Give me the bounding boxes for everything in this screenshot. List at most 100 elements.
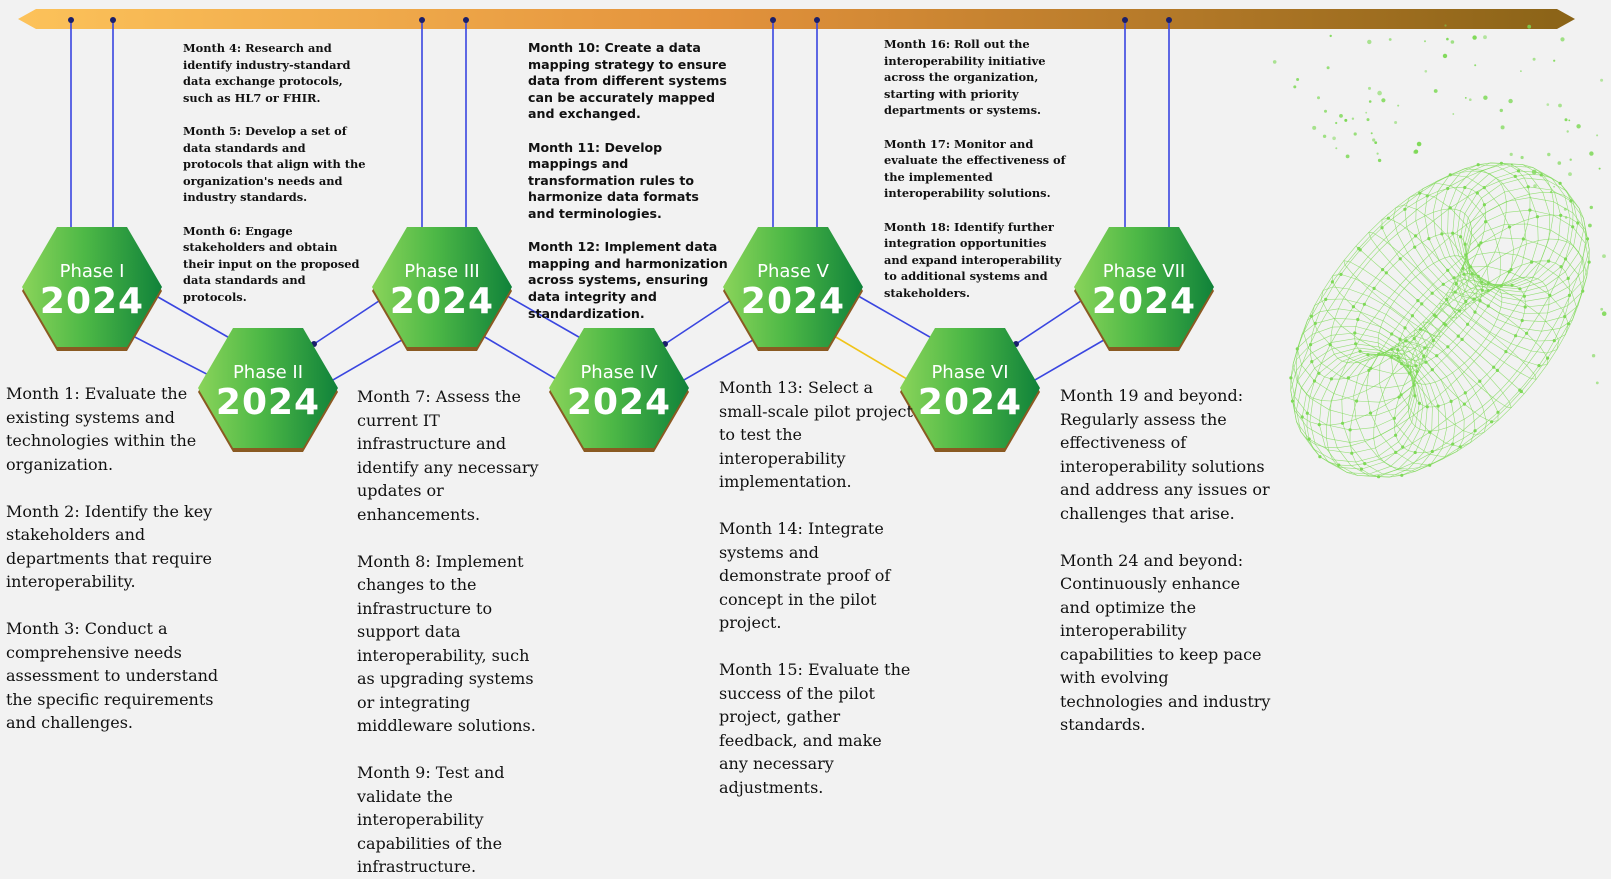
- torus-vertex: [1424, 360, 1428, 364]
- torus-vertex: [1372, 286, 1376, 290]
- particle-dot: [1339, 114, 1343, 118]
- particle-dot: [1520, 70, 1522, 72]
- torus-vertex: [1420, 302, 1424, 306]
- particle-dot: [1557, 161, 1562, 165]
- torus-vertex: [1422, 354, 1426, 358]
- connector-dot: [1122, 17, 1128, 23]
- particle-dot: [1576, 124, 1581, 129]
- phase-7-notes: Month 19 and beyond: Regularly assess th…: [1060, 384, 1275, 737]
- torus-vertex: [1337, 463, 1341, 467]
- torus-vertex: [1563, 257, 1568, 261]
- torus-vertex: [1355, 399, 1359, 403]
- torus-vertex: [1537, 364, 1541, 368]
- torus-vertex: [1516, 169, 1521, 173]
- torus-vertex: [1430, 291, 1434, 295]
- torus-vertex: [1472, 297, 1476, 301]
- torus-mesh-line: [1373, 238, 1585, 470]
- torus-vertex: [1569, 199, 1573, 203]
- torus-vertex: [1396, 348, 1400, 352]
- torus-vertex: [1566, 322, 1571, 326]
- torus-vertex: [1587, 260, 1591, 264]
- torus-mesh-line: [1295, 170, 1507, 402]
- particle-dot: [1547, 152, 1551, 157]
- particle-dot: [1600, 78, 1604, 82]
- particle-dot: [1335, 147, 1338, 150]
- torus-vertex: [1457, 309, 1461, 313]
- torus-vertex: [1446, 186, 1450, 191]
- phase-year: 2024: [566, 382, 672, 423]
- torus-vertex: [1454, 282, 1458, 286]
- torus-vertex: [1410, 314, 1414, 318]
- particle-dot: [1414, 149, 1419, 154]
- torus-vertex: [1351, 305, 1355, 309]
- torus-vertex: [1566, 276, 1570, 280]
- phase-year: 2024: [917, 382, 1023, 423]
- connector-dot: [419, 17, 425, 23]
- torus-vertex: [1456, 334, 1460, 338]
- month-7-note: Month 7: Assess the current IT infrastru…: [357, 387, 539, 524]
- torus-vertex: [1478, 379, 1482, 383]
- connector-dot: [770, 17, 776, 23]
- torus-vertex: [1499, 284, 1503, 288]
- torus-vertex: [1507, 225, 1512, 229]
- particle-dot: [1368, 86, 1371, 90]
- torus-vertex: [1563, 315, 1567, 319]
- torus-vertex: [1464, 253, 1468, 257]
- torus-vertex: [1377, 475, 1381, 479]
- torus-vertex: [1414, 234, 1418, 238]
- phase-hexagon-5: Phase V 2024: [723, 227, 863, 353]
- torus-vertex: [1418, 191, 1422, 195]
- particle-dot: [1483, 35, 1487, 40]
- particle-dot: [1472, 35, 1477, 40]
- torus-vertex: [1448, 206, 1452, 210]
- particle-dot: [1500, 125, 1505, 130]
- torus-vertex: [1369, 366, 1373, 370]
- month-13-note: Month 13: Select a small-scale pilot pro…: [719, 378, 913, 491]
- particle-dot: [1433, 89, 1438, 93]
- torus-vertex: [1484, 220, 1488, 224]
- particle-dot: [1588, 223, 1592, 228]
- torus-vertex: [1413, 245, 1417, 249]
- torus-vertex: [1313, 321, 1317, 325]
- torus-mesh-line: [1330, 208, 1472, 364]
- particle-dot: [1424, 70, 1428, 73]
- torus-vertex: [1514, 334, 1518, 338]
- torus-vertex: [1509, 268, 1513, 272]
- torus-vertex: [1490, 420, 1494, 424]
- particle-dot: [1377, 90, 1382, 96]
- torus-vertex: [1452, 276, 1456, 280]
- particle-dot: [1531, 169, 1537, 175]
- phase-3-notes: Month 7: Assess the current IT infrastru…: [357, 385, 543, 879]
- torus-vertex: [1404, 339, 1408, 343]
- month-17-note: Month 17: Monitor and evaluate the effec…: [884, 136, 1066, 201]
- torus-vertex: [1522, 294, 1526, 298]
- torus-vertex: [1461, 266, 1465, 270]
- torus-vertex: [1407, 371, 1412, 375]
- torus-vertex: [1317, 423, 1321, 427]
- torus-vertex: [1480, 280, 1484, 284]
- particle-dot: [1293, 85, 1297, 89]
- torus-vertex: [1528, 208, 1532, 212]
- month-1-note: Month 1: Evaluate the existing systems a…: [6, 384, 197, 474]
- torus-vertex: [1559, 265, 1563, 269]
- torus-vertex: [1468, 265, 1473, 269]
- torus-vertex: [1295, 347, 1299, 351]
- torus-vertex: [1324, 297, 1328, 301]
- particle-dot: [1376, 152, 1379, 155]
- torus-vertex: [1413, 394, 1417, 398]
- phase-connector: [1027, 332, 1117, 385]
- torus-vertex: [1482, 186, 1486, 190]
- phase-2-notes: Month 4: Research and identify industry-…: [183, 40, 368, 306]
- particle-dot: [1424, 40, 1426, 43]
- particle-dot: [1595, 381, 1599, 385]
- particle-dot: [1272, 60, 1277, 64]
- torus-vertex: [1362, 302, 1366, 306]
- torus-vertex: [1289, 376, 1293, 380]
- torus-vertex: [1412, 383, 1416, 387]
- particle-dot: [1372, 138, 1376, 142]
- torus-vertex: [1423, 346, 1427, 350]
- torus-vertex: [1558, 181, 1562, 185]
- particle-dot: [1568, 172, 1572, 177]
- torus-vertex: [1441, 282, 1445, 286]
- torus-vertex: [1547, 259, 1551, 263]
